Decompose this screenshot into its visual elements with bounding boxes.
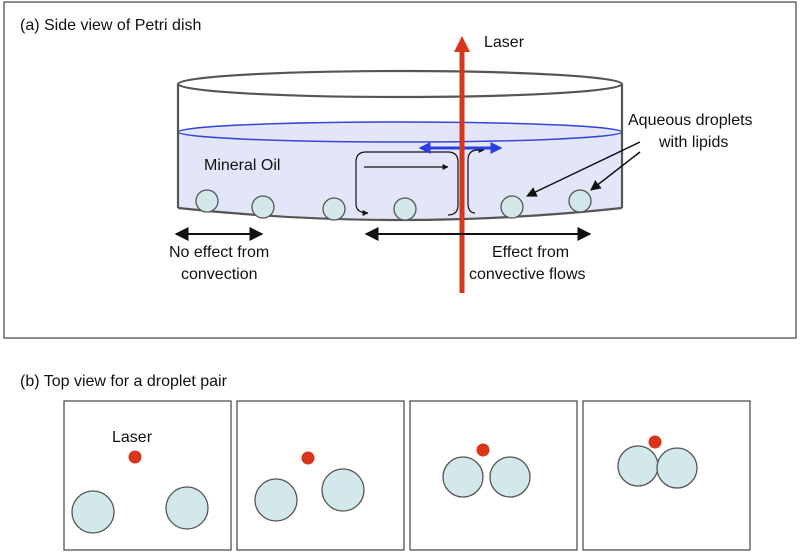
effect-label-line2: convective flows [469, 266, 586, 283]
droplet [321, 468, 365, 512]
droplets-pointer-2 [590, 151, 641, 191]
laser-spot [476, 443, 490, 457]
dish-bottom [177, 206, 623, 222]
droplet [617, 445, 659, 487]
top-view-frame-4 [582, 400, 751, 551]
mineral-oil-label: Mineral Oil [204, 157, 280, 174]
top-view-frame-1: Laser [63, 400, 232, 551]
droplets-pointer-1 [526, 141, 641, 197]
droplet [165, 486, 209, 530]
top-view-frame-3 [409, 400, 578, 551]
effect-label-line1: Effect from [492, 244, 569, 261]
droplet [568, 189, 592, 213]
droplet [393, 197, 417, 221]
droplets-label-line1: Aqueous droplets [628, 112, 753, 129]
petri-dish [176, 69, 624, 222]
laser-spot [128, 450, 142, 464]
laser-spot [648, 435, 662, 449]
droplets-label-line2: with lipids [658, 134, 728, 151]
droplet [322, 197, 346, 221]
panel-a-frame [3, 1, 797, 339]
panel-b: (b) Top view for a droplet pair Laser [20, 373, 751, 551]
droplet [500, 195, 524, 219]
droplet [251, 195, 275, 219]
top-view-laser-label: Laser [112, 429, 153, 446]
panel-b-title: (b) Top view for a droplet pair [20, 373, 228, 390]
droplet [195, 189, 219, 213]
droplet [656, 447, 698, 489]
panel-a-title: (a) Side view of Petri dish [20, 17, 201, 34]
droplet [489, 456, 531, 498]
laser-label: Laser [484, 34, 525, 51]
dish-rim [176, 69, 624, 99]
laser-arrowhead [454, 36, 470, 52]
top-view-frame-2 [236, 400, 405, 551]
oil-surface [177, 121, 623, 143]
droplet [254, 478, 298, 522]
panel-a: (a) Side view of Petri dish Mineral Oil [3, 1, 797, 339]
no-effect-label-line1: No effect from [169, 244, 269, 261]
droplet [442, 456, 484, 498]
no-effect-label-line2: convection [181, 266, 258, 283]
droplet [71, 490, 115, 534]
frame-border [236, 400, 405, 551]
side-droplets [195, 189, 592, 221]
laser-spot [301, 451, 315, 465]
flow-loop-left [355, 151, 459, 216]
